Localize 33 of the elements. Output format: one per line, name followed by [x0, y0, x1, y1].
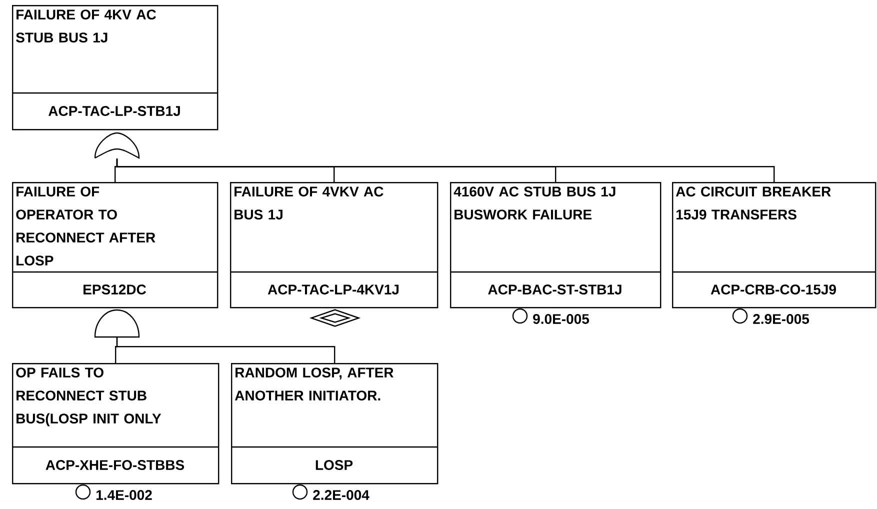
event-description: FAILURE OF OPERATOR TO RECONNECT AFTER LOSP — [16, 186, 156, 266]
event-id: ACP-CRB-CO-15J9 — [710, 284, 836, 294]
event-box — [12, 363, 220, 484]
basic-event-circle — [512, 308, 528, 324]
event-box — [231, 363, 438, 484]
event-box — [12, 5, 218, 130]
event-box — [230, 182, 438, 308]
event-id: ACP-BAC-ST-STB1J — [488, 284, 622, 294]
event-id: ACP-TAC-LP-STB1J — [48, 106, 180, 116]
event-id: ACP-XHE-FO-STBBS — [46, 460, 184, 470]
event-description: FAILURE OF 4KV AC STUB BUS 1J — [16, 10, 156, 42]
basic-event-circle — [75, 484, 91, 500]
probability-value: 2.9E-005 — [753, 314, 810, 324]
basic-event-circle — [292, 484, 308, 500]
and-gate — [94, 309, 140, 338]
event-id: EPS12DC — [84, 284, 146, 294]
event-id: ACP-TAC-LP-4KV1J — [268, 284, 399, 294]
probability-value: 1.4E-002 — [96, 490, 152, 500]
event-box — [672, 182, 876, 308]
event-box — [12, 182, 218, 308]
basic-event-circle — [732, 308, 748, 324]
or-gate — [94, 132, 140, 159]
connector-line — [116, 338, 336, 363]
event-description: OP FAILS TO RECONNECT STUB BUS(LOSP INIT ONLY — [16, 368, 162, 426]
event-description: 4160V AC STUB BUS 1J BUSWORK FAILURE — [454, 186, 616, 220]
event-box — [450, 182, 662, 308]
event-description: RANDOM LOSP, AFTER ANOTHER INITIATOR. — [234, 368, 394, 401]
probability-value: 9.0E-005 — [533, 314, 590, 324]
probability-value: 2.2E-004 — [313, 490, 370, 500]
connector-line — [116, 158, 775, 182]
event-description: FAILURE OF 4VKV AC BUS 1J — [234, 186, 384, 220]
event-id: LOSP — [316, 460, 353, 470]
event-description: AC CIRCUIT BREAKER 15J9 TRANSFERS — [676, 186, 831, 220]
